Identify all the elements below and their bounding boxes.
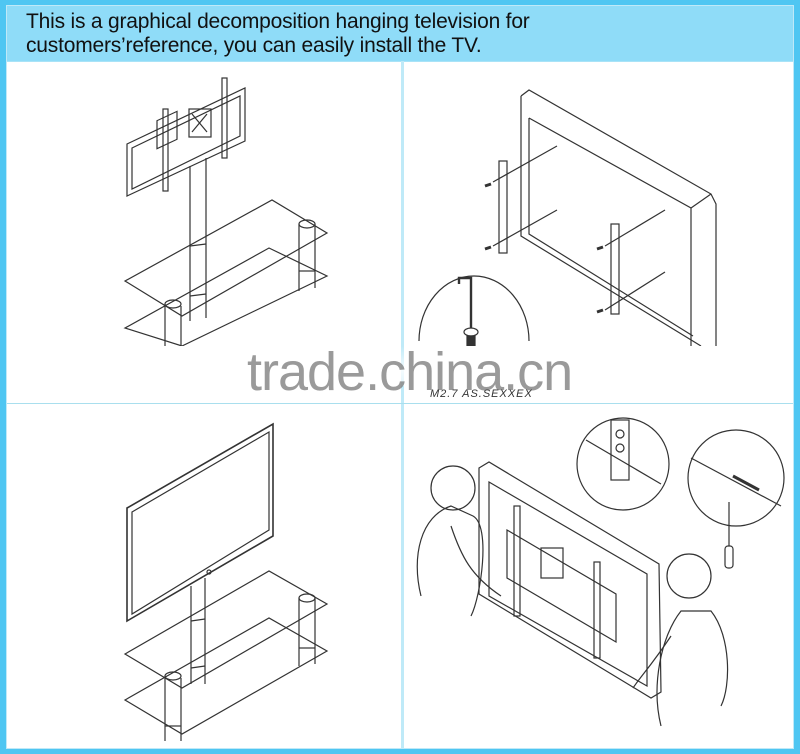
part-caption: M2.7 AS.SEXXEX: [430, 388, 533, 400]
header-text: This is a graphical decomposition hangin…: [26, 10, 530, 58]
header-line-1: This is a graphical decomposition hangin…: [26, 10, 530, 33]
horizontal-divider: [7, 403, 793, 404]
panel-step-1: [107, 66, 347, 346]
header-line-2: customers’reference, you can easily inst…: [26, 34, 482, 57]
instruction-sheet: This is a graphical decomposition hangin…: [6, 5, 794, 749]
header-banner: This is a graphical decomposition hangin…: [7, 6, 793, 62]
watermark-fade-band: [7, 346, 793, 386]
vertical-divider: [401, 61, 404, 748]
watermark-text: trade.china.cn: [247, 342, 573, 402]
stand-with-bracket-illustration: [123, 77, 329, 346]
panel-step-3: [107, 416, 347, 746]
tv-back-brackets-illustration: [418, 89, 717, 346]
hanging-tv-illustration: [416, 417, 785, 727]
panel-step-4: [411, 406, 791, 746]
tv-on-stand-illustration: [123, 422, 329, 741]
panel-step-2: [411, 66, 800, 346]
